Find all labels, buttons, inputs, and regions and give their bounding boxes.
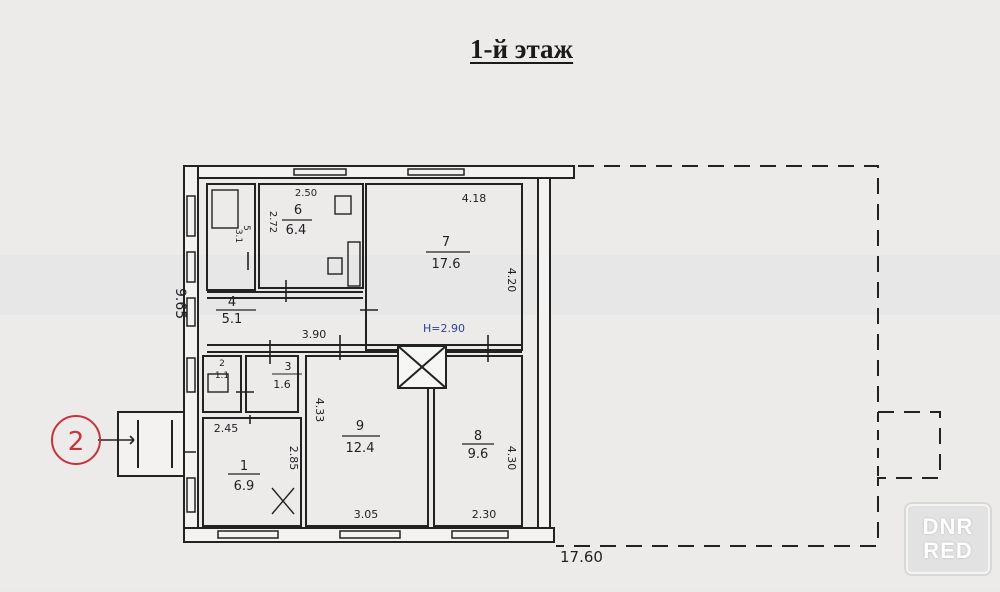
dim-room6-depth: 2.72 xyxy=(267,211,278,233)
room-5-area: 3.1 xyxy=(233,229,243,243)
room-4-area: 5.1 xyxy=(222,312,243,327)
dim-room8-depth: 4.30 xyxy=(505,446,518,471)
room-9-area: 12.4 xyxy=(346,441,375,456)
entrance-porch xyxy=(117,411,185,477)
watermark-line-1: DNR xyxy=(922,514,974,539)
dim-ceiling-height: H=2.90 xyxy=(423,322,465,335)
room-1-area: 6.9 xyxy=(234,479,255,494)
dim-room7-depth: 4.20 xyxy=(505,268,518,293)
room-8-number: 8 xyxy=(474,429,482,444)
room-6-number: 6 xyxy=(294,203,302,218)
dim-room6-width: 2.50 xyxy=(295,188,317,199)
room-3-number: 3 xyxy=(285,360,292,373)
room-3-area: 1.6 xyxy=(273,378,291,391)
room-5-number: 5 xyxy=(241,225,251,231)
room-1-number: 1 xyxy=(240,459,248,474)
room-4-number: 4 xyxy=(228,295,236,310)
extension-outline xyxy=(556,165,941,547)
dim-room7-width: 4.18 xyxy=(462,192,487,205)
dim-room1-width: 2.45 xyxy=(214,422,239,435)
dim-room9-depth: 4.33 xyxy=(313,398,326,423)
dim-room9-width: 3.05 xyxy=(354,508,379,521)
room-9-number: 9 xyxy=(356,419,364,434)
dim-corridor-length: 3.90 xyxy=(302,328,327,341)
room-8-area: 9.6 xyxy=(468,447,489,462)
page-title: 1-й этаж xyxy=(470,34,574,64)
dimension-labels: 17.60 9.65 2.50 2.72 4.18 4.20 H=2.90 3.… xyxy=(172,188,603,566)
room-7-number: 7 xyxy=(442,235,450,250)
watermark-line-2: RED xyxy=(923,538,973,563)
room-2-number: 2 xyxy=(219,359,225,369)
entrance-marker: 2 xyxy=(68,427,85,457)
fixtures xyxy=(207,189,361,515)
windows xyxy=(186,168,509,539)
dim-total-width: 9.65 xyxy=(172,288,188,319)
dim-total-length: 17.60 xyxy=(560,548,603,566)
room-6-area: 6.4 xyxy=(286,223,307,238)
room-labels: 1 6.9 2 1.1 3 1.6 4 5.1 5 3.1 6 6.4 7 17… xyxy=(215,203,494,494)
dim-room8-width: 2.30 xyxy=(472,508,497,521)
site-watermark-logo: DNR RED xyxy=(906,504,990,574)
entrance-marker-circle xyxy=(51,415,101,465)
door-marks xyxy=(176,252,505,453)
partitions xyxy=(202,183,523,527)
room-7-area: 17.6 xyxy=(432,257,461,272)
room-2-area: 1.1 xyxy=(215,371,229,381)
dim-room1-depth: 2.85 xyxy=(287,446,300,471)
